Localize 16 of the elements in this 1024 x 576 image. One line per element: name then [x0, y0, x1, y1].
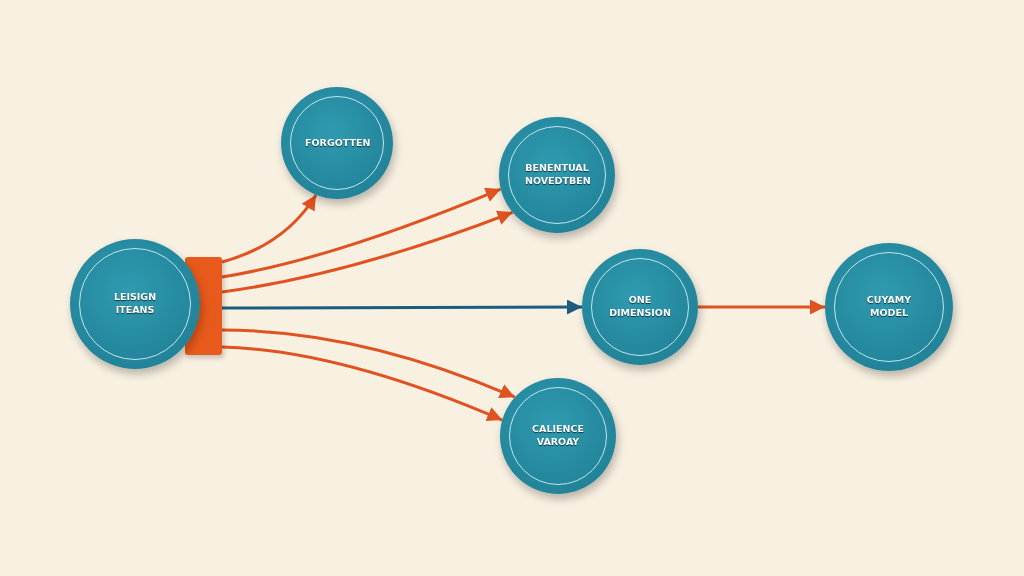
arrow	[221, 187, 502, 279]
node-label: BENENTUAL NOVEDTBEN	[525, 162, 589, 188]
circle-node	[499, 117, 615, 233]
arrow	[698, 299, 825, 315]
node-label: CUYAMY MODEL	[865, 294, 913, 320]
arrow	[221, 210, 514, 294]
arrow	[222, 299, 582, 315]
circle-node	[500, 378, 616, 494]
node-label: LEISIGN ITEANS	[112, 291, 158, 317]
node-label: FORGOTTEN	[305, 136, 369, 150]
arrow	[221, 328, 516, 399]
arrow	[221, 345, 503, 422]
node-label: ONE DIMENSION	[608, 294, 672, 320]
arrow	[221, 194, 318, 264]
circle-node	[281, 87, 393, 199]
node-label: CALIENCE VAROAY	[531, 423, 585, 449]
